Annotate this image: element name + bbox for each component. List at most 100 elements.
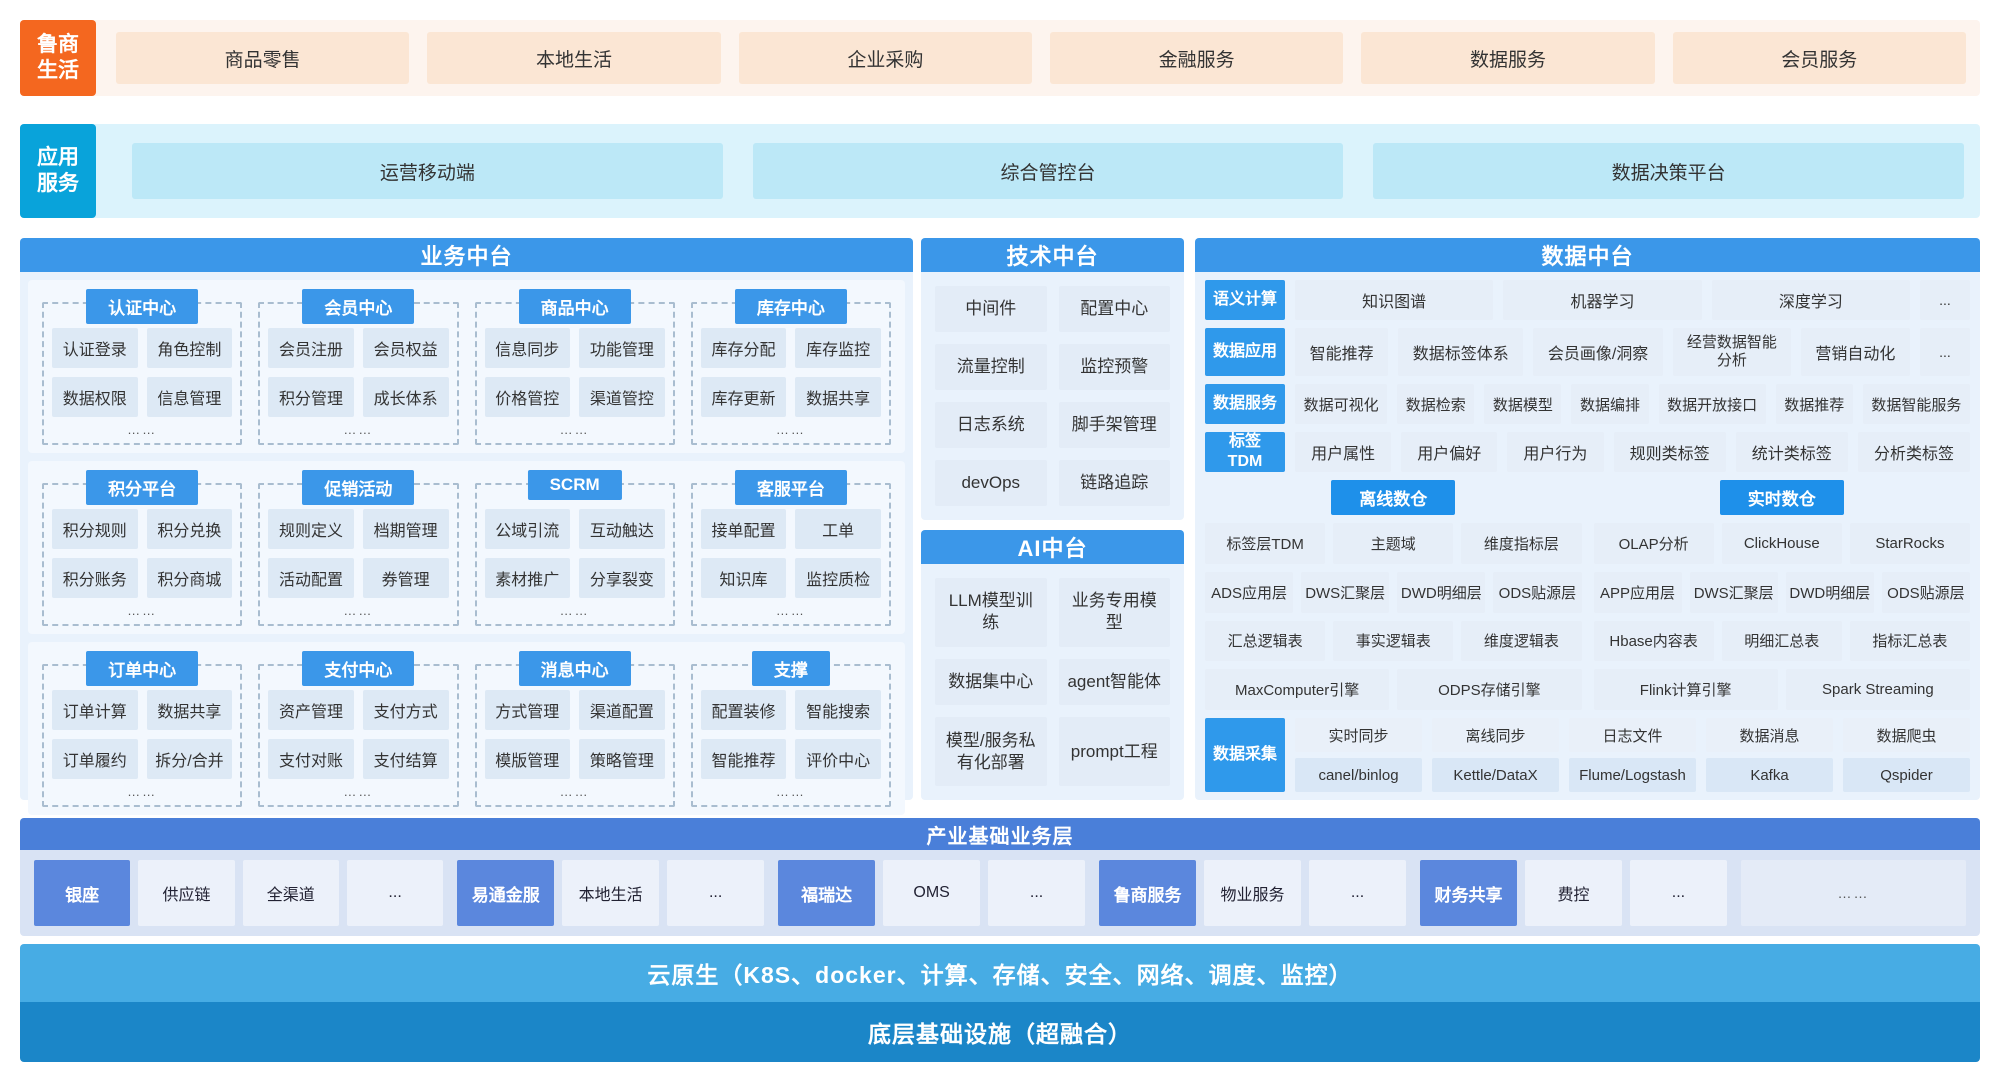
- data-row-label: 数据应用: [1205, 328, 1285, 376]
- top-tab: 本地生活: [427, 32, 721, 84]
- business-module: 渠道配置: [579, 690, 665, 730]
- business-module: 公域引流: [484, 509, 571, 549]
- industry-layer-title: 产业基础业务层: [20, 818, 1980, 850]
- data-module: 营销自动化: [1800, 328, 1910, 376]
- warehouse-module: 事实逻辑表: [1333, 620, 1454, 662]
- business-platform-panel: 业务中台 认证中心认证登录角色控制数据权限信息管理……会员中心会员注册会员权益积…: [20, 238, 913, 815]
- brand-label: 鲁商 生活: [20, 20, 96, 96]
- business-module: 信息管理: [146, 377, 233, 417]
- business-group-items: 资产管理支付方式支付对账支付结算: [268, 690, 449, 779]
- warehouse-title: 实时数仓: [1719, 480, 1844, 515]
- data-platform-body: 语义计算知识图谱机器学习深度学习... 数据应用智能推荐数据标签体系会员画像/洞察…: [1195, 272, 1980, 800]
- business-group-title: 订单中心: [86, 651, 199, 686]
- app-services-band: 应用 服务 运营移动端综合管控台数据决策平台: [20, 124, 1980, 218]
- business-group: 订单中心订单计算数据共享订单履约拆分/合并……: [42, 651, 243, 807]
- warehouse-module: DWD明细层: [1397, 571, 1486, 613]
- ellipsis-more: ……: [559, 603, 590, 618]
- industry-group: 易通金服本地生活...: [457, 860, 765, 926]
- ellipsis-more: ……: [775, 603, 806, 618]
- data-platform-row: 数据服务数据可视化数据检索数据模型数据编排数据开放接口数据推荐数据智能服务: [1205, 384, 1970, 424]
- data-module: 规则类标签: [1613, 432, 1726, 472]
- data-module: 经营数据智能分析: [1672, 328, 1791, 376]
- business-module: 积分账务: [52, 558, 138, 598]
- warehouse-row: Hbase内容表明细汇总表指标汇总表: [1593, 620, 1971, 662]
- business-module: 监控质检: [795, 558, 881, 598]
- data-row-label: 标签 TDM: [1205, 432, 1285, 472]
- warehouse-module: DWS汇聚层: [1301, 571, 1390, 613]
- data-module: 分析类标签: [1857, 432, 1971, 472]
- business-group: 商品中心信息同步功能管理价格管控渠道管控……: [474, 289, 675, 445]
- tech-module: 日志系统: [935, 402, 1047, 448]
- data-module: 数据检索: [1397, 384, 1475, 424]
- business-module: 订单计算: [52, 690, 138, 730]
- business-group: 支撑配置装修智能搜索智能推荐评价中心……: [690, 651, 891, 807]
- business-module: 角色控制: [146, 328, 233, 368]
- data-module: ...: [1920, 328, 1970, 376]
- business-group-title: 消息中心: [518, 651, 631, 686]
- business-group: 认证中心认证登录角色控制数据权限信息管理……: [42, 289, 243, 445]
- business-module: 配置装修: [700, 690, 787, 730]
- data-platform-row: 数据应用智能推荐数据标签体系会员画像/洞察经营数据智能分析营销自动化...: [1205, 328, 1970, 376]
- business-module: 支付结算: [362, 739, 449, 779]
- business-rows: 认证中心认证登录角色控制数据权限信息管理……会员中心会员注册会员权益积分管理成长…: [20, 272, 913, 823]
- collection-column: 实时同步 canel/binlog: [1295, 718, 1422, 792]
- industry-system: ...: [1309, 860, 1406, 926]
- industry-group-name: 银座: [34, 860, 131, 926]
- warehouse-module: 维度指标层: [1461, 523, 1582, 564]
- collection-tool: canel/binlog: [1295, 758, 1422, 792]
- business-module: 功能管理: [579, 328, 665, 368]
- business-group: 消息中心方式管理渠道配置模版管理策略管理……: [474, 651, 675, 807]
- collection-type: 实时同步: [1295, 718, 1422, 752]
- business-group-items: 方式管理渠道配置模版管理策略管理: [484, 690, 665, 779]
- ellipsis-more: ……: [127, 784, 158, 799]
- data-collection-label: 数据采集: [1205, 718, 1285, 792]
- collection-tool: Kafka: [1706, 758, 1833, 792]
- business-module: 会员权益: [362, 328, 449, 368]
- data-platform-row: 语义计算知识图谱机器学习深度学习...: [1205, 280, 1970, 320]
- warehouse-module: Flink计算引擎: [1593, 669, 1778, 710]
- tech-module: devOps: [935, 460, 1047, 506]
- business-module: 互动触达: [579, 509, 665, 549]
- business-module: 规则定义: [268, 509, 354, 549]
- ai-module: LLM模型训练: [935, 578, 1047, 647]
- data-module: 知识图谱: [1295, 280, 1494, 320]
- data-module: 数据模型: [1484, 384, 1562, 424]
- warehouse-module: ODS贴源层: [1493, 571, 1582, 613]
- ellipsis-more: ……: [343, 784, 374, 799]
- industry-system: ...: [667, 860, 765, 926]
- warehouse-module: 维度逻辑表: [1461, 620, 1582, 662]
- tech-module: 中间件: [935, 286, 1047, 332]
- business-group-title: 积分平台: [86, 470, 199, 505]
- business-group-items: 公域引流互动触达素材推广分享裂变: [484, 509, 665, 598]
- industry-system: 物业服务: [1204, 860, 1302, 926]
- data-module: 数据推荐: [1775, 384, 1853, 424]
- data-module: 深度学习: [1711, 280, 1910, 320]
- industry-more: ……: [1740, 860, 1966, 926]
- warehouse-module: 明细汇总表: [1721, 620, 1842, 662]
- business-group-items: 认证登录角色控制数据权限信息管理: [52, 328, 233, 417]
- business-module: 分享裂变: [579, 558, 665, 598]
- ellipsis-more: ……: [127, 422, 158, 437]
- warehouse-row: 汇总逻辑表事实逻辑表维度逻辑表: [1205, 620, 1582, 662]
- business-group-title: 促销活动: [302, 470, 415, 505]
- collection-type: 离线同步: [1432, 718, 1559, 752]
- industry-system: ...: [346, 860, 444, 926]
- industry-system: ...: [1629, 860, 1727, 926]
- app-services-items: 运营移动端综合管控台数据决策平台: [96, 143, 1980, 199]
- tech-module: 链路追踪: [1058, 460, 1170, 506]
- industry-system: 供应链: [138, 860, 235, 926]
- industry-group-name: 财务共享: [1420, 860, 1517, 926]
